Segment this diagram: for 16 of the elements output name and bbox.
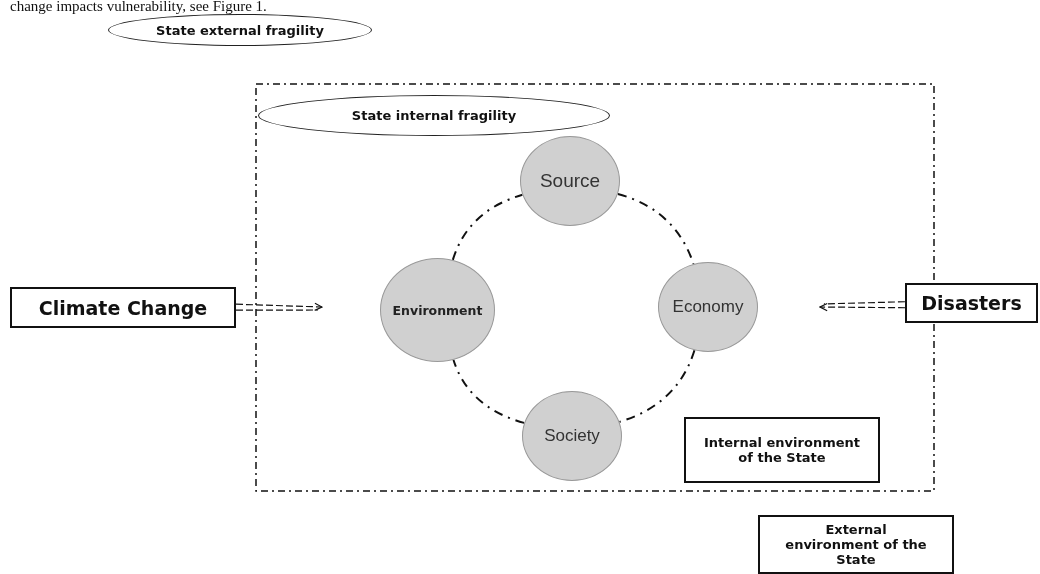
fragility-ellipse: State internal fragility [258, 95, 610, 136]
environment-label-box: External environment of the State [758, 515, 954, 574]
link-line [452, 358, 526, 424]
arrow [819, 301, 906, 312]
environment-circle: Environment [380, 258, 495, 362]
arrow [235, 302, 323, 311]
factor-box: Disasters [905, 283, 1038, 323]
environment-label-box: Internal environment of the State [684, 417, 880, 483]
link-line [618, 349, 696, 423]
link-line [451, 193, 524, 261]
fragility-ellipse: State external fragility [108, 14, 372, 46]
source-circle: Source [520, 136, 620, 226]
factor-box: Climate Change [10, 287, 236, 328]
economy-circle: Economy [658, 262, 758, 352]
caption-text: change impacts vulnerability, see Figure 1. [10, 0, 267, 15]
society-circle: Society [522, 391, 622, 481]
